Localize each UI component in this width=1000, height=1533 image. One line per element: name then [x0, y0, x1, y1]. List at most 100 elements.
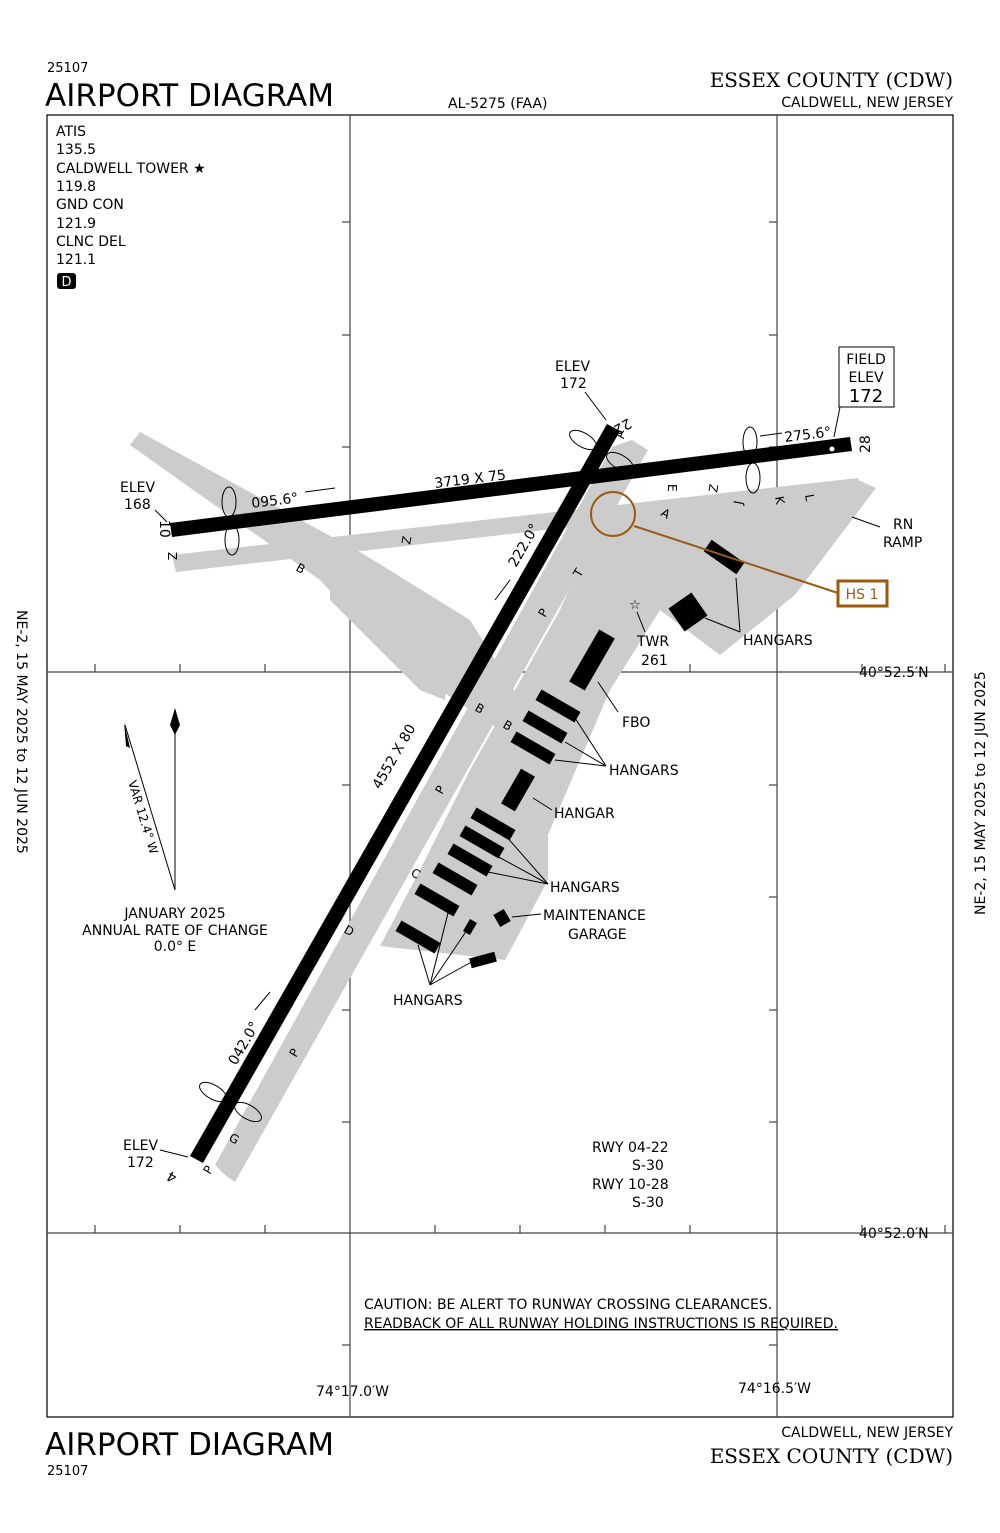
chart-title: AIRPORT DIAGRAM [45, 78, 334, 114]
svg-text:MAINTENANCE: MAINTENANCE [543, 908, 646, 924]
hangar-building [668, 592, 708, 632]
hangar-building [459, 825, 505, 859]
svg-text:Z: Z [399, 535, 414, 546]
location: CALDWELL, NEW JERSEY [781, 95, 953, 111]
runway-10-28 [170, 437, 852, 537]
runway-4-22 [190, 424, 620, 1163]
footer-title: AIRPORT DIAGRAM [45, 1427, 334, 1463]
hold-short-markings [199, 426, 761, 1123]
svg-text:E: E [665, 484, 679, 492]
hot-spot-circle [590, 491, 636, 537]
datalink-badge [57, 273, 76, 289]
hangar-building [470, 807, 516, 841]
svg-text:ANNUAL RATE OF CHANGE: ANNUAL RATE OF CHANGE [82, 923, 268, 939]
svg-text:121.9: 121.9 [56, 216, 96, 232]
svg-text:ELEV: ELEV [120, 480, 155, 496]
svg-text:RAMP: RAMP [883, 535, 922, 551]
svg-text:J: J [731, 500, 746, 507]
rwy-4-label: 4 [164, 1167, 180, 1185]
svg-text:261: 261 [641, 653, 668, 669]
svg-text:Z: Z [165, 552, 179, 560]
svg-text:40°52.5′N: 40°52.5′N [859, 665, 929, 681]
footer-chart-number: 25107 [47, 1464, 88, 1479]
runway-surface-info: RWY 04-22 S-30 RWY 10-28 S-30 [592, 1140, 669, 1211]
svg-text:RWY 04-22: RWY 04-22 [592, 1140, 669, 1156]
hangar-building [432, 862, 478, 896]
svg-text:ATIS: ATIS [56, 124, 86, 140]
hangar-building [447, 843, 493, 877]
footer-location: CALDWELL, NEW JERSEY [781, 1425, 953, 1441]
field-elev-point [829, 446, 835, 452]
tower-icon: ☆ [629, 598, 641, 613]
svg-text:GARAGE: GARAGE [568, 927, 627, 943]
magnetic-variation: VAR 12.4° W JANUARY 2025 ANNUAL RATE OF … [82, 708, 268, 955]
svg-text:RN: RN [893, 517, 913, 533]
svg-text:ELEV: ELEV [555, 359, 590, 375]
svg-text:ELEV: ELEV [848, 370, 883, 386]
svg-text:FIELD: FIELD [846, 352, 886, 368]
hot-spot-box[interactable] [836, 579, 889, 608]
svg-text:CLNC DEL: CLNC DEL [56, 234, 126, 250]
svg-text:JANUARY 2025: JANUARY 2025 [123, 906, 225, 922]
svg-text:HS 1: HS 1 [846, 587, 879, 603]
svg-text:HANGARS: HANGARS [393, 993, 463, 1009]
caution-line-1: CAUTION: BE ALERT TO RUNWAY CROSSING CLE… [364, 1297, 772, 1313]
buildings [395, 539, 745, 969]
validity-left: NE-2, 15 MAY 2025 to 12 JUN 2025 [13, 610, 29, 854]
svg-text:74°16.5′W: 74°16.5′W [738, 1381, 811, 1397]
svg-text:172: 172 [849, 386, 883, 407]
svg-text:40°52.0′N: 40°52.0′N [859, 1226, 929, 1242]
svg-text:121.1: 121.1 [56, 252, 96, 268]
svg-text:D: D [61, 275, 71, 290]
svg-text:S-30: S-30 [632, 1195, 664, 1211]
svg-text:172: 172 [127, 1155, 154, 1171]
hangar-building [569, 629, 615, 691]
svg-text:HANGAR: HANGAR [554, 806, 615, 822]
svg-text:HANGARS: HANGARS [550, 880, 620, 896]
footer-airport-name: ESSEX COUNTY (CDW) [710, 1444, 953, 1468]
hangar-building [469, 951, 497, 969]
svg-text:TWR: TWR [636, 634, 669, 650]
svg-text:GND CON: GND CON [56, 197, 124, 213]
magnetic-north-icon [124, 722, 130, 748]
svg-text:P: P [200, 1163, 216, 1176]
hangar-building [535, 689, 581, 723]
svg-text:Z: Z [706, 483, 721, 494]
svg-text:CALDWELL TOWER ★: CALDWELL TOWER ★ [56, 161, 206, 177]
hangar-building [510, 731, 556, 765]
svg-text:ELEV: ELEV [123, 1138, 158, 1154]
rwy-10-label: 10 [156, 520, 172, 538]
taxiways-aprons [130, 432, 876, 1182]
svg-text:K: K [772, 495, 787, 506]
svg-text:74°17.0′W: 74°17.0′W [316, 1384, 389, 1400]
svg-text:168: 168 [124, 497, 151, 513]
svg-text:172: 172 [560, 376, 587, 392]
rwy-28-heading: 275.6° [784, 424, 833, 446]
true-north-icon [170, 708, 180, 735]
coordinates: 40°52.5′N 40°52.0′N 74°17.0′W 74°16.5′W [316, 665, 929, 1400]
hangar-building [522, 710, 568, 744]
svg-text:RWY 10-28: RWY 10-28 [592, 1177, 669, 1193]
field-elevation-box [838, 346, 895, 408]
al-number: AL-5275 (FAA) [448, 96, 548, 112]
svg-text:HANGARS: HANGARS [609, 763, 679, 779]
svg-text:119.8: 119.8 [56, 179, 96, 195]
comm-frequencies: ATIS 135.5 CALDWELL TOWER ★ 119.8 GND CO… [56, 124, 206, 290]
svg-text:VAR 12.4° W: VAR 12.4° W [125, 779, 161, 856]
svg-text:S-30: S-30 [632, 1158, 664, 1174]
hangar-building [703, 539, 745, 575]
svg-text:135.5: 135.5 [56, 142, 96, 158]
chart-number: 25107 [47, 61, 88, 76]
hangar-building [493, 908, 511, 928]
label-leaders [417, 516, 881, 986]
heading-arrows [254, 432, 783, 1011]
airport-name: ESSEX COUNTY (CDW) [710, 68, 953, 92]
rwy-22-label: 22 [611, 415, 634, 438]
rwy-28-label: 28 [858, 435, 874, 453]
caution-line-2: READBACK OF ALL RUNWAY HOLDING INSTRUCTI… [364, 1316, 838, 1332]
hangar-building [501, 768, 535, 812]
lat-lon-grid [47, 115, 953, 1417]
